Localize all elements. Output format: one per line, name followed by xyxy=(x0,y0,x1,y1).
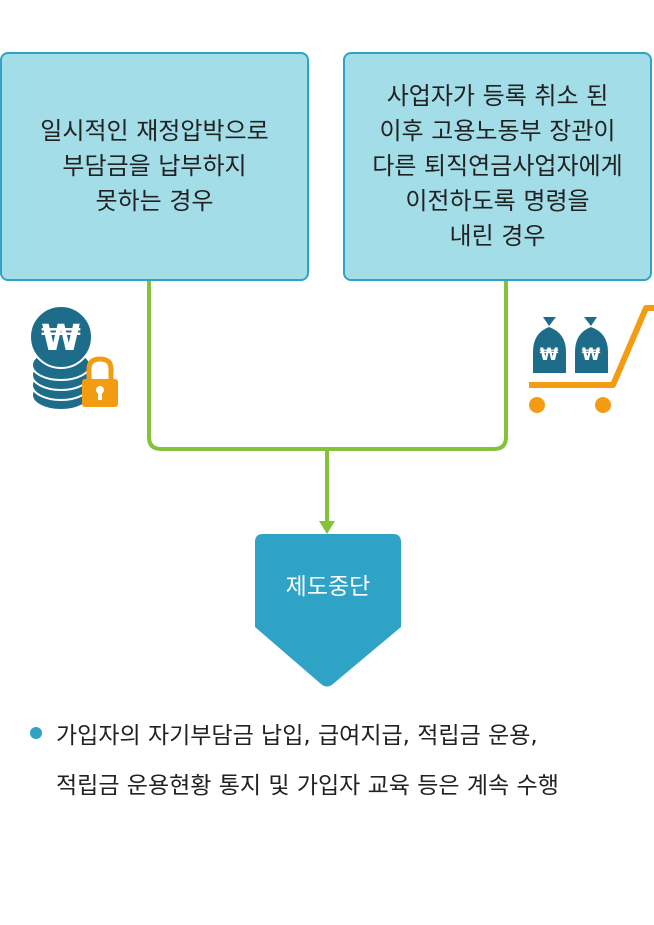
result-shape xyxy=(255,534,401,687)
note-text: 가입자의 자기부담금 납입, 급여지급, 적립금 운용, 적립금 운용현황 통지… xyxy=(56,723,559,799)
coin-stack-lock-icon: ₩ xyxy=(29,305,118,411)
shopping-cart-money-bags-icon: ₩ ₩ xyxy=(529,305,654,413)
condition-box-right: 사업자가 등록 취소 된 이후 고용노동부 장관이 다른 퇴직연금사업자에게 이… xyxy=(343,52,652,281)
connector-right xyxy=(327,281,508,451)
bag-symbol-right: ₩ xyxy=(582,345,601,365)
condition-text-right: 사업자가 등록 취소 된 이후 고용노동부 장관이 다른 퇴직연금사업자에게 이… xyxy=(372,82,623,250)
condition-box-left: 일시적인 재정압박으로 부담금을 납부하지 못하는 경우 xyxy=(0,52,309,281)
bag-symbol-left: ₩ xyxy=(540,345,559,365)
coin-symbol: ₩ xyxy=(41,318,81,359)
connector-left xyxy=(147,281,327,451)
condition-text-left: 일시적인 재정압박으로 부담금을 납부하지 못하는 경우 xyxy=(40,117,269,215)
result-label: 제도중단 xyxy=(285,574,371,600)
arrow-head xyxy=(319,521,335,534)
bullet-dot xyxy=(30,727,42,739)
connector-lines xyxy=(147,281,508,522)
